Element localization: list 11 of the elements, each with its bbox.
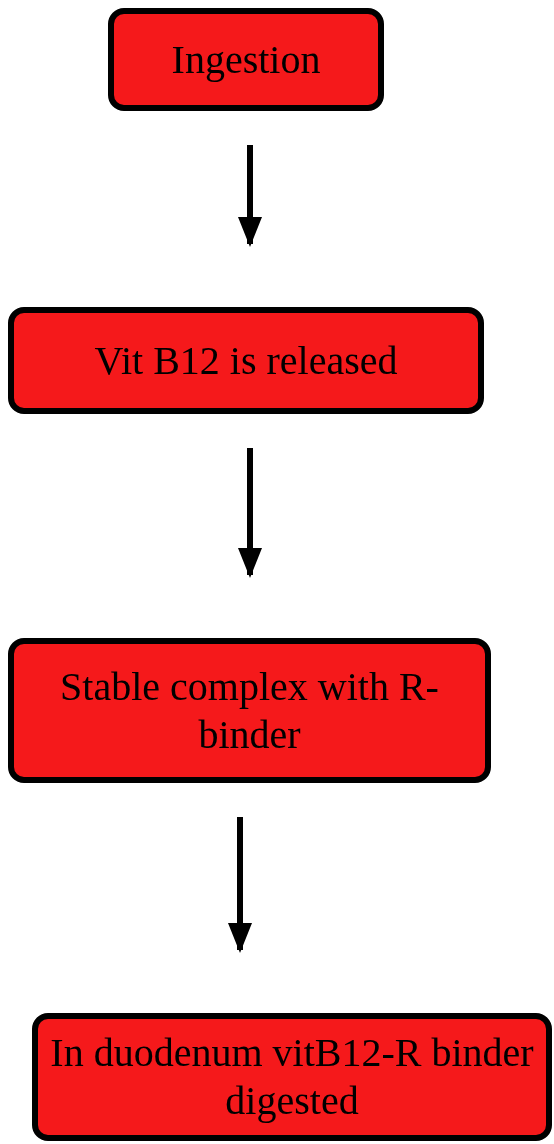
arrow: [228, 817, 252, 953]
process-box: [8, 307, 484, 414]
box-label: Vit B12 is released: [94, 336, 398, 385]
arrow: [238, 448, 262, 578]
process-box: [108, 8, 384, 111]
process-box: [8, 638, 491, 783]
box-label: Stable complex with R- binder: [59, 662, 440, 759]
arrow: [238, 145, 262, 247]
box-label: Ingestion: [171, 35, 321, 84]
box-label: In duodenum vitB12-R binder digested: [49, 1029, 535, 1125]
process-box: [32, 1013, 552, 1141]
